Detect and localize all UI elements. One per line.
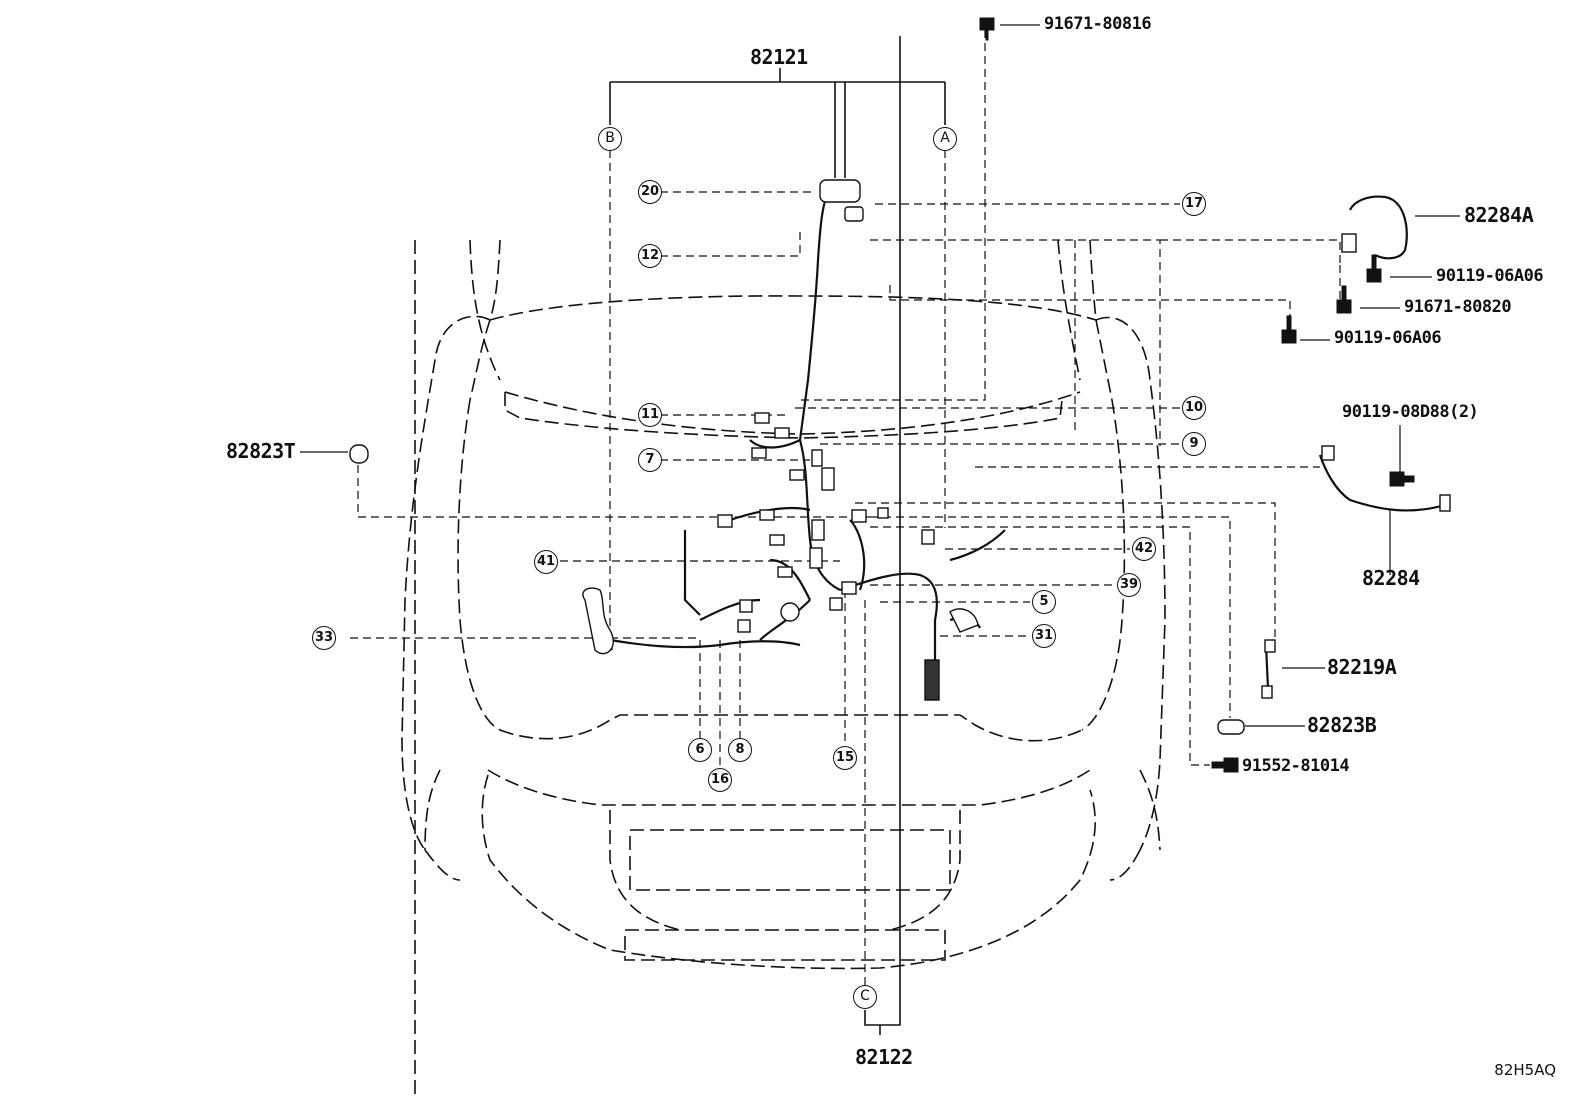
leader-dashed-lines	[350, 30, 1341, 985]
part-number-82121: 82121	[750, 45, 808, 69]
part-number-82284: 82284	[1362, 566, 1420, 590]
callout-10: 10	[1182, 396, 1206, 420]
section-marker-c: C	[853, 985, 877, 1009]
harness-bracket-lines	[609, 36, 946, 1035]
callout-9: 9	[1182, 432, 1206, 456]
callout-5: 5	[1032, 590, 1056, 614]
callout-12: 12	[638, 244, 662, 268]
part-number-90119-08D88: 90119-08D88(2)	[1342, 402, 1479, 422]
part-number-91671-80816: 91671-80816	[1044, 14, 1152, 34]
callout-16: 16	[708, 768, 732, 792]
part-number-90119-06A06-b: 90119-06A06	[1334, 328, 1442, 348]
callout-17: 17	[1182, 192, 1206, 216]
callout-33: 33	[312, 626, 336, 650]
part-number-82284A: 82284A	[1464, 203, 1534, 227]
part-number-82823B: 82823B	[1307, 713, 1377, 737]
harness-main	[589, 189, 1446, 689]
part-number-82122: 82122	[855, 1045, 913, 1069]
part-number-82823T: 82823T	[226, 439, 296, 463]
part-number-91671-80820: 91671-80820	[1404, 297, 1512, 317]
leader-solid-lines	[300, 24, 1460, 767]
callout-6: 6	[688, 738, 712, 762]
callout-20: 20	[638, 180, 662, 204]
vehicle-outline	[401, 239, 1166, 1099]
callout-7: 7	[638, 448, 662, 472]
bolt-icons	[979, 17, 1415, 773]
reference-code: 82H5AQ	[1494, 1061, 1556, 1079]
section-marker-b: B	[598, 127, 622, 151]
part-number-90119-06A06-a: 90119-06A06	[1436, 266, 1544, 286]
callout-41: 41	[534, 550, 558, 574]
connector-shapes	[349, 179, 1451, 735]
callout-42: 42	[1132, 537, 1156, 561]
callout-8: 8	[728, 738, 752, 762]
callout-31: 31	[1032, 624, 1056, 648]
section-marker-a: A	[933, 127, 957, 151]
part-number-91552-81014: 91552-81014	[1242, 756, 1350, 776]
part-number-82219A: 82219A	[1327, 655, 1397, 679]
callout-39: 39	[1117, 573, 1141, 597]
callout-15: 15	[833, 746, 857, 770]
callout-11: 11	[638, 403, 662, 427]
